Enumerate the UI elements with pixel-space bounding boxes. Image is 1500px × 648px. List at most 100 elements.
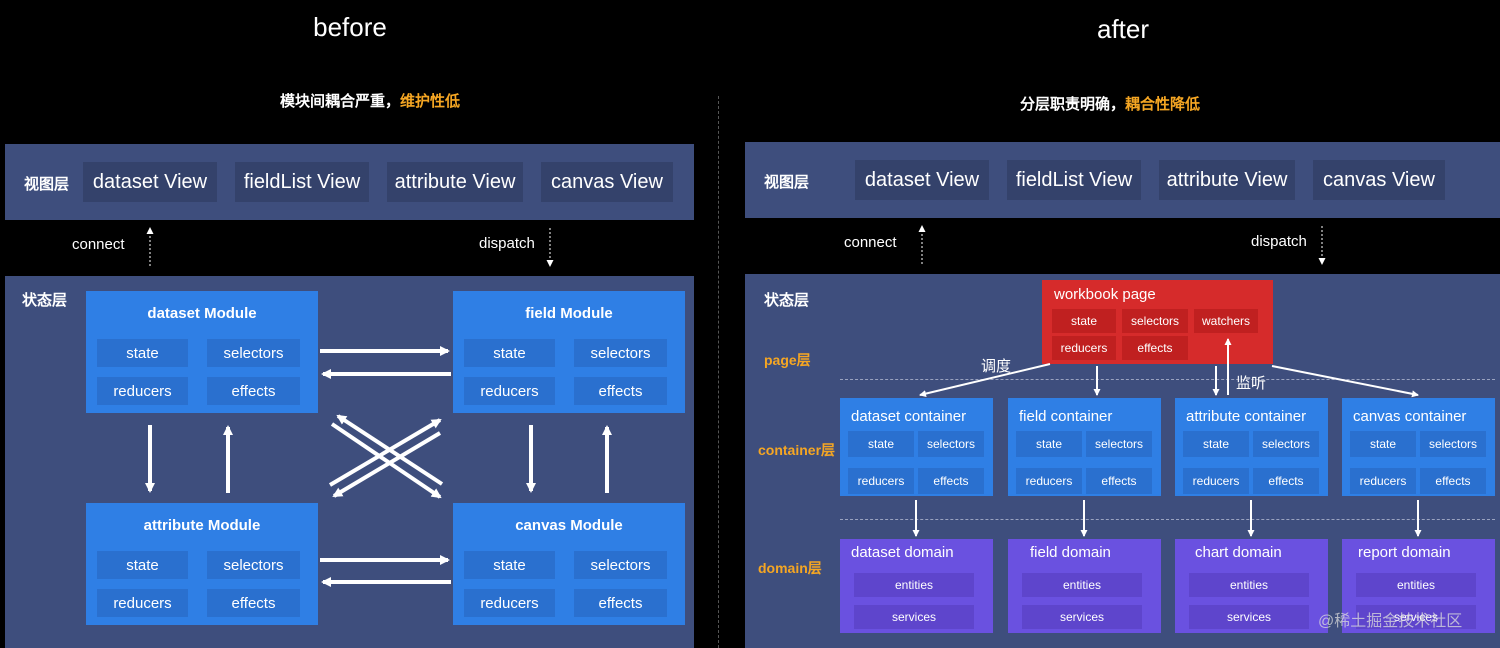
module-cell-selectors: selectors (207, 339, 300, 367)
container-cell-selectors: selectors (1086, 431, 1152, 457)
before-view-canvas: canvas View (541, 162, 673, 202)
container-cell-state: state (848, 431, 914, 457)
module-cell-state: state (97, 339, 188, 367)
domain-cell-entities: entities (1356, 573, 1476, 597)
canvas-container: canvas container state selectors reducer… (1342, 398, 1495, 496)
domain-cell-services: services (1356, 605, 1476, 629)
container-layer-label: container层 (758, 442, 836, 458)
after-view-layer-label: 视图层 (764, 174, 810, 191)
container-cell-reducers: reducers (848, 468, 914, 494)
after-state-layer-label: 状态层 (764, 292, 810, 309)
watermark: @稀土掘金技术社区 (1318, 613, 1463, 630)
dataset-domain: dataset domain entities services (840, 539, 993, 633)
page-container-separator (840, 379, 1495, 380)
container-cell-selectors: selectors (1253, 431, 1319, 457)
domain-title: dataset domain (851, 544, 954, 561)
module-cell-effects: effects (207, 377, 300, 405)
container-title: field container (1019, 408, 1113, 425)
module-cell-state: state (97, 551, 188, 579)
workbook-page: workbook page state selectors watchers r… (1042, 280, 1273, 364)
module-cell-reducers: reducers (464, 589, 555, 617)
module-cell-effects: effects (574, 377, 667, 405)
container-cell-effects: effects (1253, 468, 1319, 494)
module-cell-reducers: reducers (97, 589, 188, 617)
before-view-dataset: dataset View (83, 162, 217, 202)
listen-note: 监听 (1236, 375, 1267, 392)
container-title: dataset container (851, 408, 967, 425)
page-layer-label: page层 (764, 352, 811, 368)
container-cell-reducers: reducers (1350, 468, 1416, 494)
page-title: workbook page (1054, 286, 1156, 303)
domain-title: field domain (1030, 544, 1111, 561)
after-connect-label: connect (844, 234, 897, 251)
dataset-module: dataset Module state selectors reducers … (86, 291, 318, 413)
center-divider (718, 96, 719, 648)
module-cell-effects: effects (207, 589, 300, 617)
container-title: attribute container (1186, 408, 1307, 425)
page-cell-watchers: watchers (1194, 309, 1258, 333)
container-cell-state: state (1350, 431, 1416, 457)
before-view-layer-label: 视图层 (24, 176, 70, 193)
page-cell-selectors: selectors (1122, 309, 1188, 333)
dispatch-note: 调度 (981, 358, 1012, 375)
module-cell-reducers: reducers (97, 377, 188, 405)
container-cell-reducers: reducers (1183, 468, 1249, 494)
domain-cell-services: services (854, 605, 974, 629)
after-subtitle: 分层职责明确，耦合性降低 (960, 93, 1260, 114)
container-cell-state: state (1016, 431, 1082, 457)
domain-title: chart domain (1195, 544, 1282, 561)
before-state-layer-label: 状态层 (22, 292, 68, 309)
after-view-attribute: attribute View (1159, 160, 1295, 200)
container-cell-selectors: selectors (918, 431, 984, 457)
after-subtitle-plain: 分层职责明确， (1019, 96, 1125, 113)
before-subtitle-plain: 模块间耦合严重， (279, 93, 400, 110)
page-cell-state: state (1052, 309, 1116, 333)
container-cell-reducers: reducers (1016, 468, 1082, 494)
after-title: after (1096, 14, 1150, 44)
attribute-container: attribute container state selectors redu… (1175, 398, 1328, 496)
before-view-attribute: attribute View (387, 162, 523, 202)
container-cell-state: state (1183, 431, 1249, 457)
module-cell-state: state (464, 551, 555, 579)
domain-cell-services: services (1022, 605, 1142, 629)
page-cell-reducers: reducers (1052, 336, 1116, 360)
page-cell-effects: effects (1122, 336, 1188, 360)
domain-cell-entities: entities (1022, 573, 1142, 597)
dataset-container: dataset container state selectors reduce… (840, 398, 993, 496)
module-title: canvas Module (515, 517, 623, 534)
before-dispatch-label: dispatch (479, 235, 535, 252)
module-cell-selectors: selectors (574, 551, 667, 579)
after-view-fieldlist: fieldList View (1007, 160, 1141, 200)
domain-layer-label: domain层 (758, 560, 822, 576)
after-dispatch-label: dispatch (1251, 233, 1307, 250)
module-cell-reducers: reducers (464, 377, 555, 405)
after-view-dataset: dataset View (855, 160, 989, 200)
module-cell-selectors: selectors (574, 339, 667, 367)
before-subtitle-highlight: 维护性低 (400, 93, 461, 110)
container-domain-separator (840, 519, 1495, 520)
container-cell-selectors: selectors (1420, 431, 1486, 457)
chart-domain: chart domain entities services (1175, 539, 1328, 633)
before-connect-label: connect (72, 236, 125, 253)
domain-title: report domain (1358, 544, 1451, 561)
container-cell-effects: effects (1420, 468, 1486, 494)
report-domain: report domain entities services (1342, 539, 1495, 633)
domain-cell-services: services (1189, 605, 1309, 629)
module-title: field Module (525, 305, 613, 322)
container-cell-effects: effects (918, 468, 984, 494)
module-cell-selectors: selectors (207, 551, 300, 579)
after-subtitle-highlight: 耦合性降低 (1125, 96, 1201, 113)
after-view-canvas: canvas View (1313, 160, 1445, 200)
domain-cell-entities: entities (1189, 573, 1309, 597)
module-title: dataset Module (147, 305, 257, 322)
attribute-module: attribute Module state selectors reducer… (86, 503, 318, 625)
field-module: field Module state selectors reducers ef… (453, 291, 685, 413)
before-title: before (313, 12, 387, 42)
before-subtitle: 模块间耦合严重，维护性低 (200, 90, 540, 111)
field-container: field container state selectors reducers… (1008, 398, 1161, 496)
module-cell-state: state (464, 339, 555, 367)
canvas-module: canvas Module state selectors reducers e… (453, 503, 685, 625)
module-cell-effects: effects (574, 589, 667, 617)
container-cell-effects: effects (1086, 468, 1152, 494)
module-title: attribute Module (143, 517, 261, 534)
